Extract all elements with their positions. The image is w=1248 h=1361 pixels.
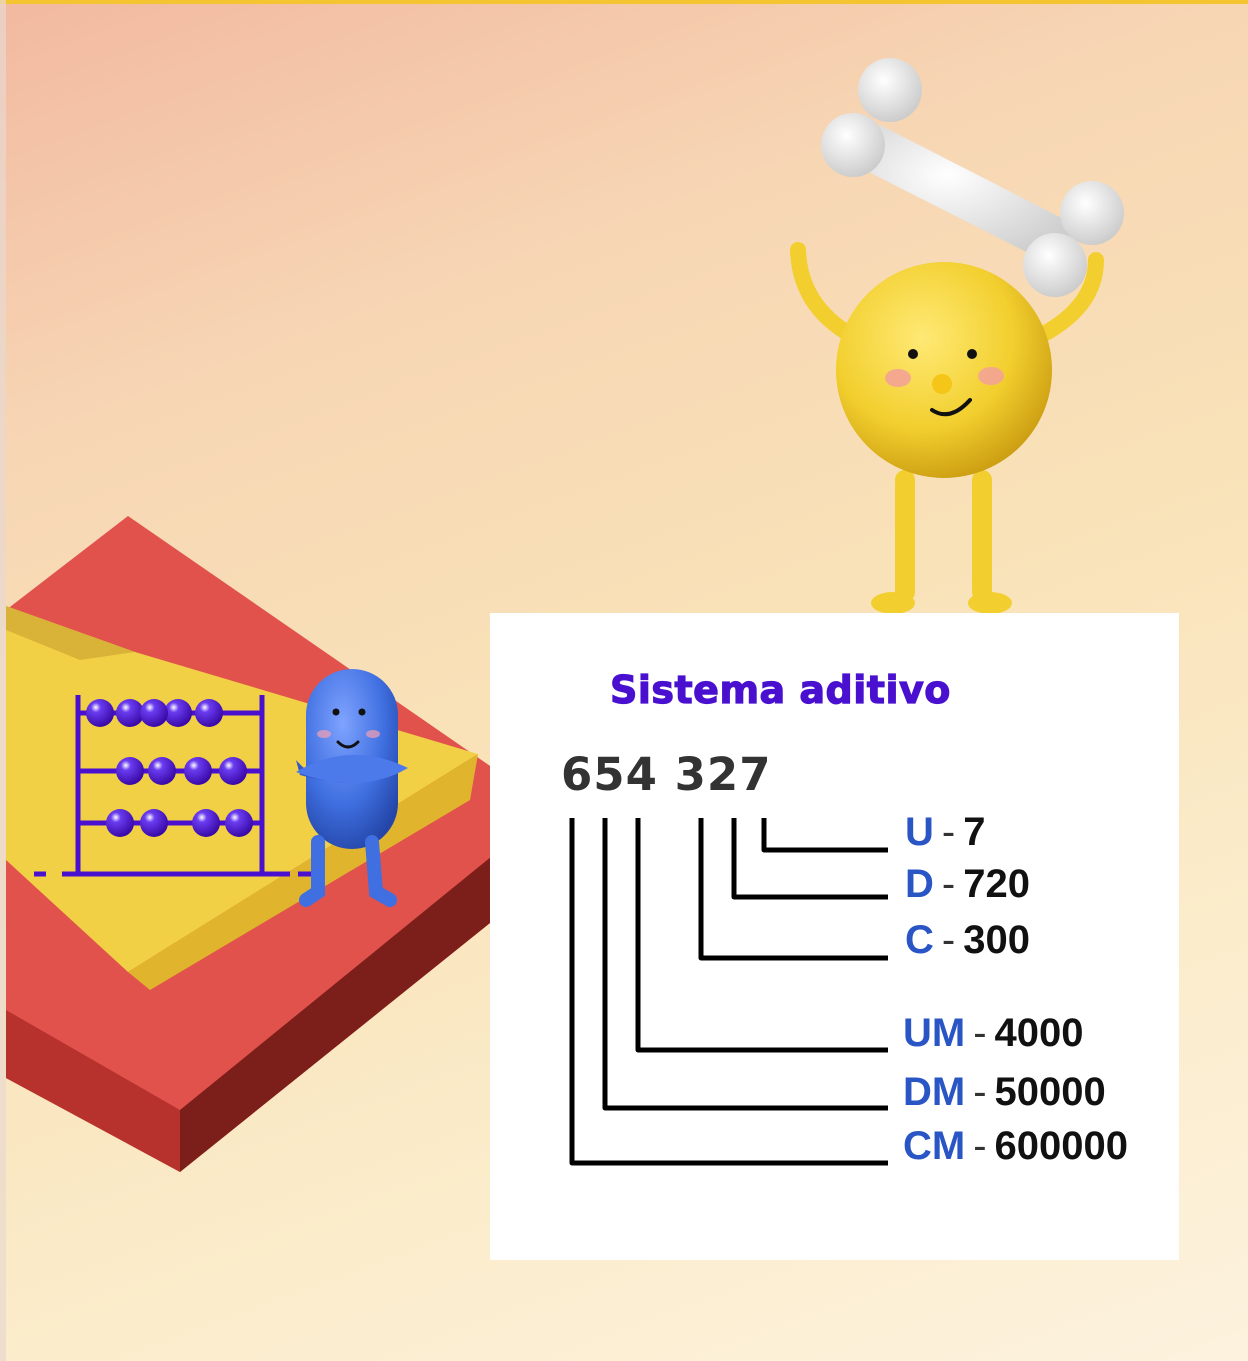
yellow-character-illustration (790, 242, 1104, 614)
row-ten-thousands: DM-50000 (903, 1070, 1106, 1115)
row-separator: - (941, 918, 956, 962)
abacus-beads (86, 699, 253, 837)
row-separator: - (941, 810, 956, 854)
row-abbr: C (905, 918, 934, 962)
row-value: 7 (963, 810, 986, 854)
row-separator: - (973, 1070, 987, 1114)
row-value: 50000 (994, 1070, 1106, 1114)
card-title: Sistema aditivo (609, 667, 951, 712)
row-separator: - (941, 862, 956, 906)
bone-illustration (821, 58, 1124, 297)
row-value: 720 (963, 862, 1030, 906)
row-abbr: D (905, 862, 934, 906)
row-thousands: UM-4000 (903, 1011, 1084, 1056)
blue-character-illustration (296, 669, 408, 907)
row-abbr: UM (903, 1011, 966, 1055)
row-hundreds: C-300 (905, 918, 1030, 963)
row-value: 4000 (994, 1011, 1084, 1055)
top-accent-bar (0, 0, 1248, 4)
row-hundred-thousands: CM-600000 (903, 1124, 1128, 1169)
row-value: 600000 (994, 1124, 1129, 1168)
row-units: U-7 (905, 810, 985, 855)
number-display: 654 327 (561, 748, 772, 801)
row-separator: - (973, 1124, 987, 1168)
row-abbr: U (905, 810, 934, 854)
row-separator: - (973, 1011, 987, 1055)
left-edge-strip (0, 0, 6, 1361)
row-tens: D-720 (905, 862, 1030, 907)
row-abbr: CM (903, 1124, 966, 1168)
row-value: 300 (963, 918, 1030, 962)
row-abbr: DM (903, 1070, 966, 1114)
